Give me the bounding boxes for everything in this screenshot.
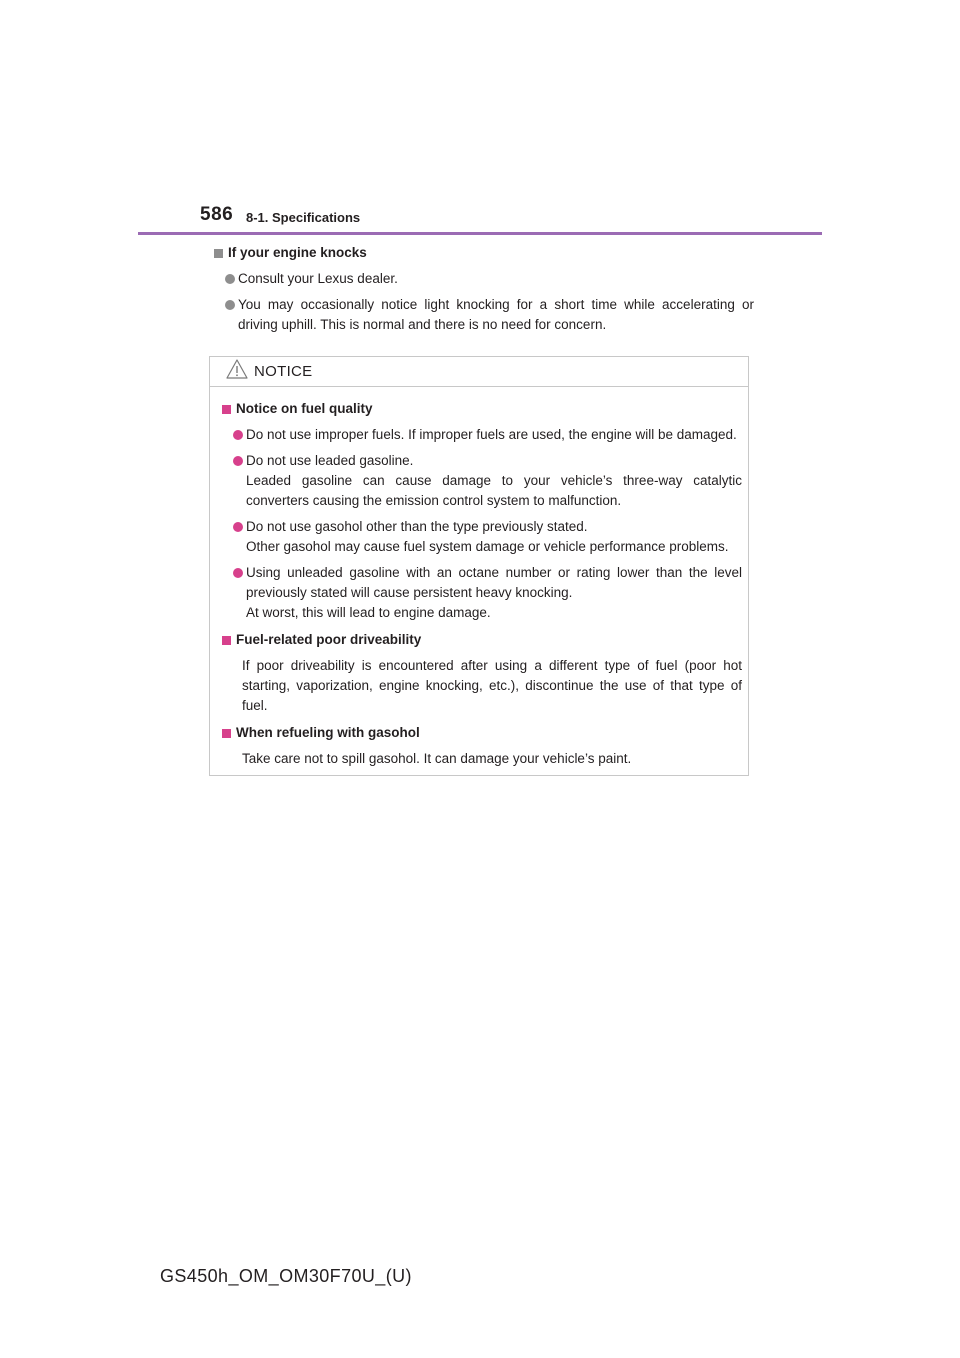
gasohol-text: Take care not to spill gasohol. It can d… — [242, 751, 632, 766]
list-item: Using unleaded gasoline with an octane n… — [222, 563, 742, 623]
list-item-text: Do not use leaded gasoline. — [246, 453, 414, 468]
square-bullet-icon — [222, 635, 231, 645]
list-item: Do not use leaded gasoline. Leaded gasol… — [222, 451, 742, 511]
round-bullet-icon — [225, 300, 235, 310]
heading-text: Notice on fuel quality — [236, 401, 373, 416]
heading-text: If your engine knocks — [228, 245, 367, 260]
list-item-text: Do not use gasohol other than the type p… — [246, 519, 588, 534]
list-item-text: Using unleaded gasoline with an octane n… — [246, 565, 742, 600]
list-item: Do not use improper fuels. If improper f… — [222, 425, 742, 445]
round-bullet-icon — [233, 430, 243, 440]
page-number: 586 — [200, 204, 234, 225]
notice-header: NOTICE — [210, 357, 748, 387]
list-item-text: Do not use improper fuels. If improper f… — [246, 427, 737, 442]
square-bullet-icon — [214, 248, 223, 258]
list-item-detail: Leaded gasoline can cause damage to your… — [246, 473, 742, 508]
list-item-detail: At worst, this will lead to engine damag… — [246, 605, 491, 620]
heading-text: When refueling with gasohol — [236, 725, 420, 740]
driveability-text: If poor driveability is encountered afte… — [242, 658, 742, 713]
notice-body: Notice on fuel quality Do not use improp… — [210, 387, 748, 769]
round-bullet-icon — [225, 274, 235, 284]
round-bullet-icon — [233, 568, 243, 578]
document-code-footer: GS450h_OM_OM30F70U_(U) — [160, 1266, 412, 1286]
square-bullet-icon — [222, 404, 231, 414]
list-item-text: You may occasionally notice light knocki… — [238, 297, 754, 332]
engine-knocks-section: If your engine knocks Consult your Lexus… — [214, 243, 754, 335]
notice-title: NOTICE — [254, 363, 313, 380]
list-item: You may occasionally notice light knocki… — [214, 295, 754, 335]
header-rule — [138, 232, 822, 235]
gasohol-heading: When refueling with gasohol — [222, 723, 742, 743]
engine-knocks-heading: If your engine knocks — [214, 243, 754, 263]
round-bullet-icon — [233, 522, 243, 532]
section-title: 8-1. Specifications — [246, 210, 361, 225]
list-item: Do not use gasohol other than the type p… — [222, 517, 742, 557]
square-bullet-icon — [222, 728, 231, 738]
notice-box: NOTICE Notice on fuel quality Do not use… — [209, 356, 749, 776]
list-item: Consult your Lexus dealer. — [214, 269, 754, 289]
heading-text: Fuel-related poor driveability — [236, 632, 422, 647]
fuel-quality-heading: Notice on fuel quality — [222, 399, 742, 419]
list-item-detail: Other gasohol may cause fuel system dama… — [246, 539, 729, 554]
round-bullet-icon — [233, 456, 243, 466]
driveability-heading: Fuel-related poor driveability — [222, 630, 742, 650]
list-item-text: Consult your Lexus dealer. — [238, 271, 398, 286]
warning-triangle-icon — [226, 359, 248, 384]
